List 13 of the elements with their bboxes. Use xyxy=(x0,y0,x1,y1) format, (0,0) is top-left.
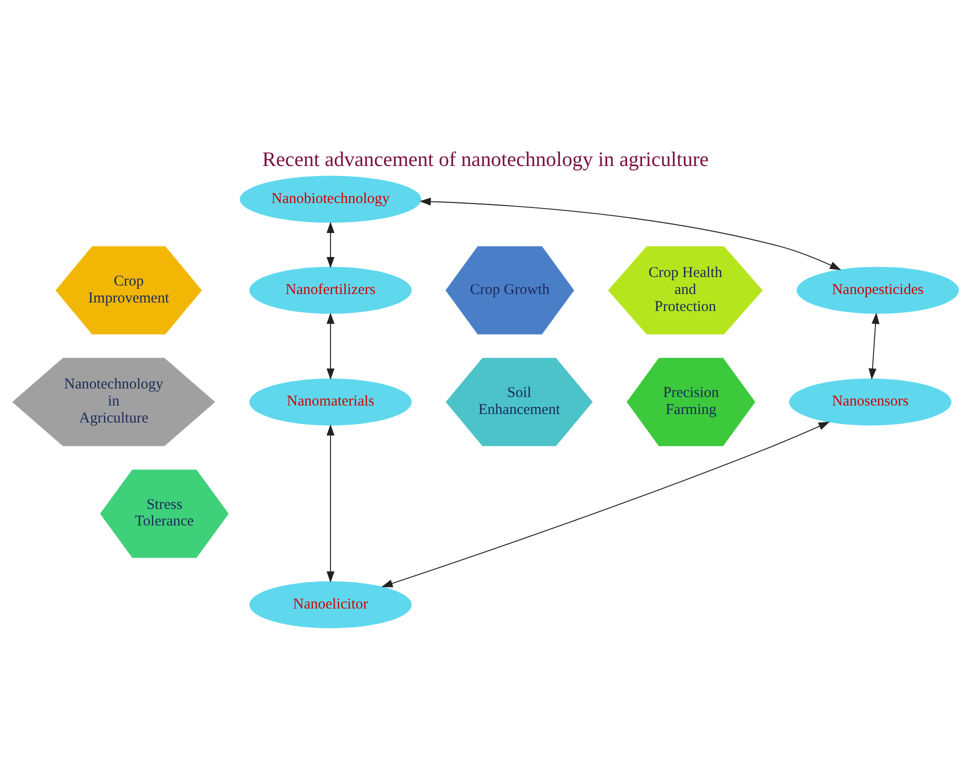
node-ellipse: Nanobiotechnology xyxy=(240,175,422,222)
arrow xyxy=(326,312,334,380)
node-ellipse: Nanoelicitor xyxy=(249,580,412,628)
diagram-title: Recent advancement of nanotechnology in agriculture xyxy=(262,148,709,171)
node-ellipse: Nanopesticides xyxy=(796,266,959,314)
node-ellipse: Nanomaterials xyxy=(249,378,412,425)
arrow xyxy=(326,221,334,268)
arrow xyxy=(326,424,334,582)
node-ellipse: Nanofertilizers xyxy=(249,266,412,314)
arrow xyxy=(420,197,842,270)
arrow xyxy=(868,312,880,380)
arrow xyxy=(381,421,830,587)
node-ellipse: Nanosensors xyxy=(789,378,952,425)
